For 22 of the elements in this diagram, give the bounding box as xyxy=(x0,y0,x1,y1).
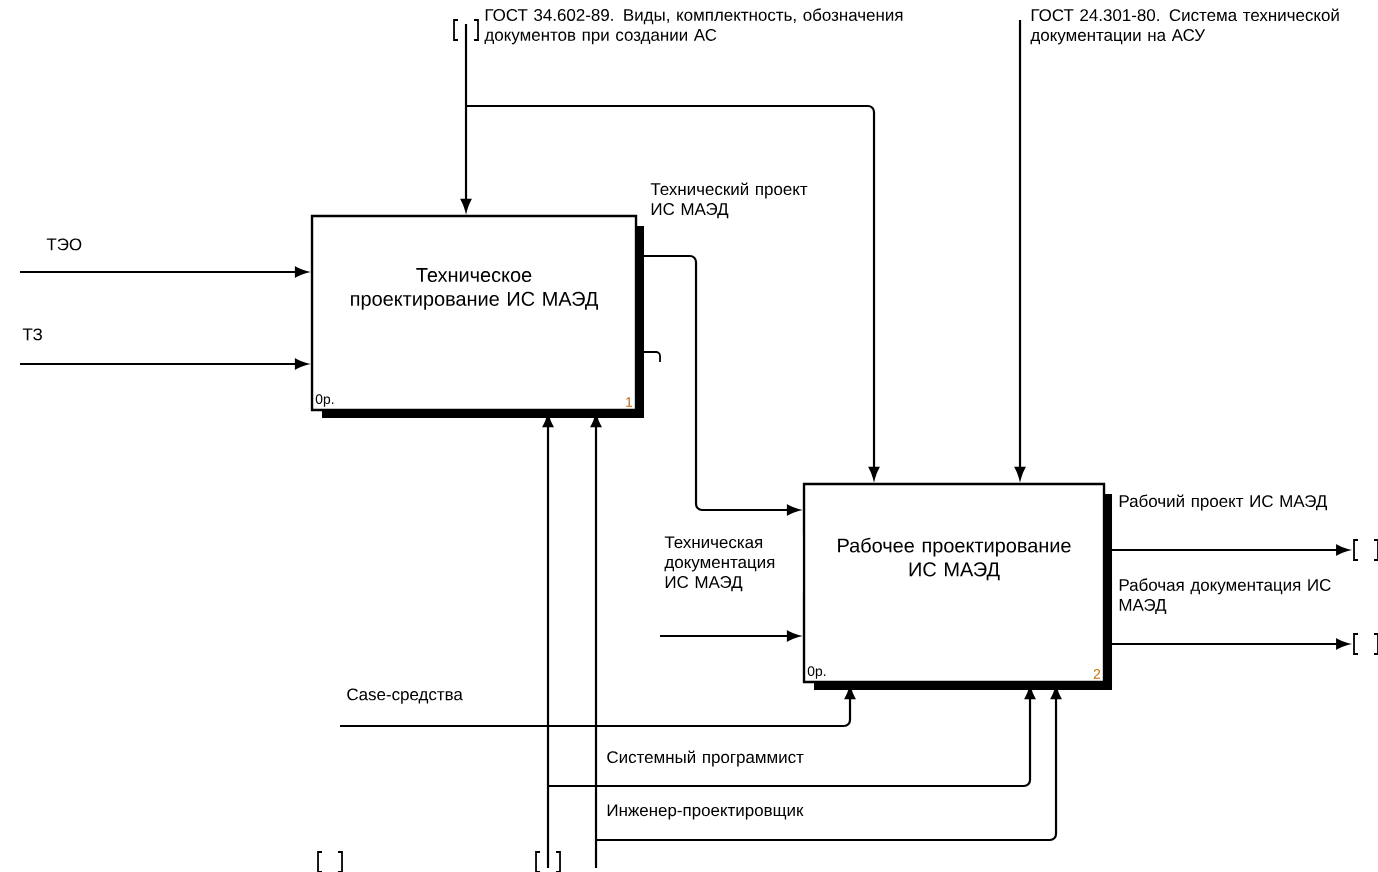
edge-label: ТЭО xyxy=(46,238,82,251)
arrow xyxy=(20,266,308,278)
edge-label: Рабочий проект ИС МАЭД xyxy=(1119,494,1327,511)
edge-label: Системный программист xyxy=(607,750,804,767)
edge-label: Техническая документация ИС МАЭД xyxy=(664,536,775,592)
arrow xyxy=(596,686,1062,842)
arrow xyxy=(466,104,880,480)
edge-label: ГОСТ 24.301-80. Система технической документации на АСУ xyxy=(1030,8,1339,45)
arrow xyxy=(1014,20,1026,480)
edge-label: Инженер-проектировщик xyxy=(607,804,804,820)
edge-label: ТЗ xyxy=(22,328,42,341)
arrow xyxy=(20,358,308,370)
edge-label: Технический проект ИС МАЭД xyxy=(650,182,808,219)
arrow xyxy=(660,630,800,642)
edge-label: Case-средства xyxy=(347,688,463,704)
arrow xyxy=(542,414,554,868)
edge-label: ГОСТ 34.602-89. Виды, комплектность, обозначения документов при создании АС xyxy=(484,8,903,45)
arrow xyxy=(548,686,1036,788)
arrow xyxy=(340,686,856,728)
arrow xyxy=(590,414,602,868)
arrow xyxy=(460,24,472,212)
edge-label: Рабочая документация ИС МАЭД xyxy=(1119,578,1331,615)
